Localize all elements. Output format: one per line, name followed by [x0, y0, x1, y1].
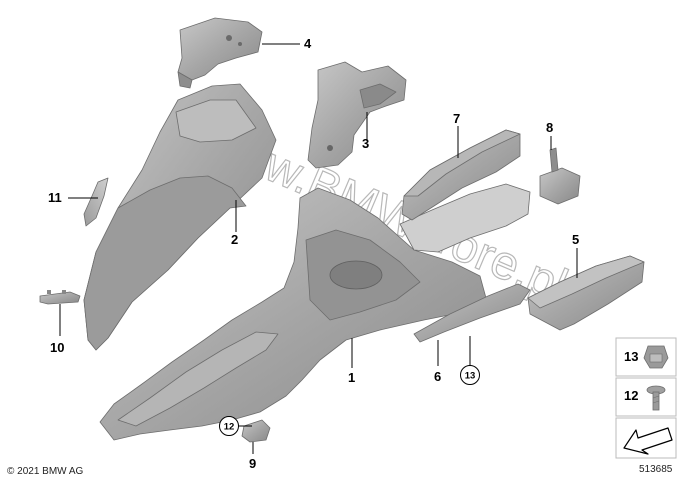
callout-5[interactable]: 5	[572, 232, 579, 247]
callout-2[interactable]: 2	[231, 232, 238, 247]
callout-7[interactable]: 7	[453, 111, 460, 126]
callout-1[interactable]: 1	[348, 370, 355, 385]
callout-13: 13	[465, 371, 476, 382]
legend-box-12	[615, 377, 677, 417]
callout-12-circled[interactable]: 12	[219, 416, 239, 436]
part-11-strip[interactable]	[83, 177, 109, 227]
callout-3[interactable]: 3	[362, 136, 369, 151]
part-4-bracket[interactable]	[177, 17, 263, 89]
part-10-bracket[interactable]	[39, 290, 81, 305]
part-5-rail[interactable]	[527, 255, 645, 331]
legend-panel: 13 12 513685	[615, 337, 677, 475]
direction-arrow-icon	[623, 427, 673, 455]
part-8-bracket[interactable]	[539, 147, 581, 205]
callout-9[interactable]: 9	[249, 456, 256, 471]
callout-4[interactable]: 4	[304, 36, 312, 51]
cage-nut-icon	[643, 345, 669, 369]
diagram-id: 513685	[639, 464, 673, 475]
part-6-plate[interactable]	[413, 283, 531, 343]
callout-11[interactable]: 11	[48, 190, 62, 205]
part-3-panel[interactable]	[307, 61, 407, 169]
part-2-wheel-house[interactable]	[83, 83, 277, 351]
callout-13-circled[interactable]: 13	[460, 365, 480, 385]
callout-10[interactable]: 10	[50, 340, 64, 355]
callout-8[interactable]: 8	[546, 120, 553, 135]
callout-12: 12	[224, 422, 235, 433]
screw-icon	[646, 385, 666, 411]
legend-label-13: 13	[624, 349, 638, 364]
copyright-text: © 2021 BMW AG	[7, 466, 84, 477]
legend-label-12: 12	[624, 388, 638, 403]
leader-lines	[59, 43, 578, 454]
part-7-rail[interactable]	[401, 129, 521, 221]
callout-labels: 4 3 2 11 10 1 7 8 5 6 9 13 12	[48, 36, 579, 471]
callout-6[interactable]: 6	[434, 369, 441, 384]
part-1-rear-structure[interactable]	[99, 183, 531, 441]
part-9-clip[interactable]	[241, 419, 271, 443]
